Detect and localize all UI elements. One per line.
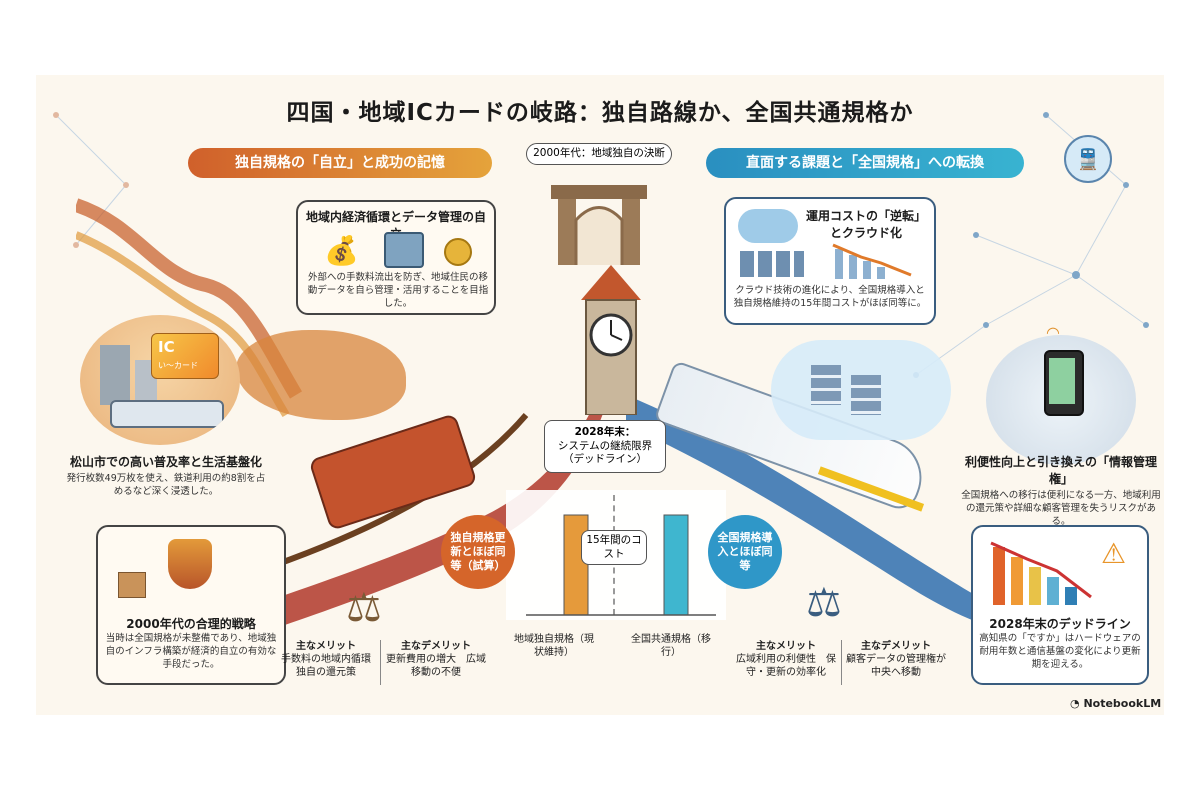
deadline-card: ⚠ 2028年末のデッドライン 高知県の「ですか」はハードウェアの耐用年数と通信… <box>971 525 1149 685</box>
independence-body: 外部への手数料流出を防ぎ、地域住民の移動データを自ら管理・活用することを目指した… <box>307 272 489 309</box>
convenience-block: 利便性向上と引き換えの「情報管理権」 全国規格への移行は便利になる一方、地域利用… <box>961 453 1161 528</box>
shikoku-map-illustration <box>236 330 406 420</box>
building-shapes <box>100 345 130 405</box>
left-merit-divider <box>380 640 381 685</box>
cloud-card-body: クラウド技術の進化により、全国規格導入と独自規格維持の15年間コストがほぼ同等に… <box>733 285 927 309</box>
matsuyama-heading: 松山市での高い普及率と生活基盤化 <box>69 455 262 469</box>
clock-tower-illustration <box>581 265 641 415</box>
deadline-card-heading: 2028年末のデッドライン <box>989 617 1131 631</box>
deadline-callout: 2028年末： システムの継続限界 （デッドライン） <box>544 420 666 473</box>
vault-icon <box>384 232 424 268</box>
left-demerit-body: 更新費用の増大 広域移動の不便 <box>386 654 486 678</box>
notebooklm-logo-icon: ◔ <box>1070 697 1080 710</box>
page-title: 四国・地域ICカードの岐路：独自路線か、全国共通規格か <box>286 100 914 126</box>
right-demerit-heading: 主なデメリット <box>861 641 931 652</box>
era-callout: 2000年代：地域独自の決断 <box>526 143 672 165</box>
right-scale-icon: ⚖ <box>806 580 842 626</box>
right-rail-track <box>626 395 1026 635</box>
tram-shape <box>110 400 224 428</box>
ic-card-label: IC <box>158 338 175 356</box>
shield-icon <box>168 539 212 589</box>
deadline-line1: 2028年末： <box>574 426 636 438</box>
deadline-card-body: 高知県の「ですか」はハードウェアの耐用年数と通信基盤の変化により更新期を迎える。 <box>979 633 1141 670</box>
cloud-card-heading: 運用コストの「逆転」とクラウド化 <box>806 209 927 240</box>
server-stack-icon-2 <box>851 375 881 415</box>
ic-card-illustration: IC い～カード <box>151 333 219 379</box>
bar-left-label: 地域独自規格（現状維持） <box>514 634 594 658</box>
coin-stack-icon <box>444 238 472 266</box>
cloud-icon <box>738 209 798 243</box>
right-merit-body: 広域利用の利便性 保守・更新の効率化 <box>736 654 836 678</box>
money-bag-icon: 💰 <box>324 234 359 267</box>
left-merit-block: 主なメリット 手数料の地域内循環 独自の還元策 <box>276 640 381 679</box>
right-merit-divider <box>841 640 842 685</box>
train-icon: 🚆 <box>1064 135 1112 183</box>
matsuyama-block: 松山市での高い普及率と生活基盤化 発行枚数49万枚を使え、鉄道利用の約8割を占め… <box>66 453 266 499</box>
left-merit-body: 手数料の地域内循環 独自の還元策 <box>281 654 381 678</box>
declining-bars-icon <box>990 541 1092 605</box>
strategy-heading: 2000年代の合理的戦略 <box>126 617 256 631</box>
left-merit-heading: 主なメリット <box>296 641 356 652</box>
stone-archway-illustration <box>551 185 647 265</box>
independence-card: 地域内経済循環とデータ管理の自立 💰 外部への手数料流出を防ぎ、地域住民の移動デ… <box>296 200 496 315</box>
ic-card-sub: い～カード <box>158 361 198 370</box>
server-stack-icon <box>811 365 841 405</box>
right-cost-circle: 全国規格導入とほぼ同等 <box>708 515 782 589</box>
cost-center-label: 15年間のコスト <box>581 530 647 566</box>
right-demerit-block: 主なデメリット 顧客データの管理権が中央へ移動 <box>846 640 946 679</box>
strategy-body: 当時は全国規格が未整備であり、地域独自のインフラ構築が経済的自立の有効な手段だっ… <box>105 633 277 670</box>
cost-chart <box>526 514 716 616</box>
strategy-card: 2000年代の合理的戦略 当時は全国規格が未整備であり、地域独自のインフラ構築が… <box>96 525 286 685</box>
background-network <box>53 112 1149 378</box>
left-section-banner: 独自規格の「自立」と成功の記憶 <box>188 148 492 178</box>
deadline-line3: （デッドライン） <box>563 453 647 466</box>
deadline-line2: システムの継続限界 <box>557 439 653 452</box>
left-scale-icon: ⚖ <box>346 585 382 631</box>
box-icon <box>118 572 146 598</box>
right-merit-block: 主なメリット 広域利用の利便性 保守・更新の効率化 <box>736 640 836 679</box>
smartphone-screen <box>1049 358 1075 404</box>
bar-right-label: 全国共通規格（移行） <box>631 634 711 658</box>
server-icon <box>740 251 804 277</box>
warning-icon: ⚠ <box>1101 537 1127 570</box>
infographic-poster: 四国・地域ICカードの岐路：独自路線か、全国共通規格か 独自規格の「自立」と成功… <box>36 75 1164 715</box>
left-demerit-block: 主なデメリット 更新費用の増大 広域移動の不便 <box>386 640 486 679</box>
left-demerit-heading: 主なデメリット <box>401 641 471 652</box>
declining-chart-icon <box>832 243 912 279</box>
right-section-banner: 直面する課題と「全国規格」への転換 <box>706 148 1024 178</box>
wifi-icon: ◠ <box>1046 323 1060 342</box>
smartphone-icon <box>1044 350 1084 416</box>
convenience-heading: 利便性向上と引き換えの「情報管理権」 <box>964 455 1157 486</box>
right-merit-heading: 主なメリット <box>756 641 816 652</box>
right-demerit-body: 顧客データの管理権が中央へ移動 <box>846 654 946 678</box>
left-cost-circle: 独自規格更新とほぼ同等（試算） <box>441 515 515 589</box>
convenience-body: 全国規格への移行は便利になる一方、地域利用の還元策や詳細な顧客管理を失うリスクが… <box>961 490 1161 527</box>
cost-bar-national <box>663 514 689 616</box>
brand-watermark: ◔ NotebookLM <box>1070 697 1161 710</box>
brand-label: NotebookLM <box>1083 697 1162 710</box>
cloud-cost-card: 運用コストの「逆転」とクラウド化 クラウド技術の進化により、全国規格導入と独自規… <box>724 197 936 325</box>
matsuyama-body: 発行枚数49万枚を使え、鉄道利用の約8割を占めるなど深く浸透した。 <box>66 473 266 497</box>
